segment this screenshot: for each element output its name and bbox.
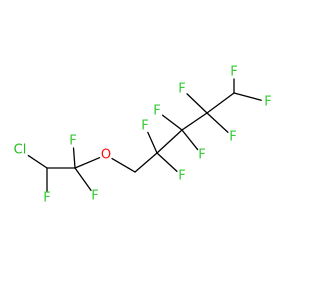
bond-c4-f4 (147, 131, 158, 154)
bond-c2-o (74, 157, 101, 169)
bond-o-c3 (111, 157, 136, 173)
bond-c3-c4 (134, 152, 158, 173)
bond-layer (27, 78, 262, 192)
atom-label-f1: F (43, 191, 50, 206)
bond-c2-f2 (72, 147, 76, 169)
atom-label-f9: F (229, 130, 236, 145)
bond-c5-f7 (181, 129, 199, 151)
atom-label-f2: F (69, 134, 76, 149)
bond-c2-f3 (74, 167, 92, 191)
atom-label-f11: F (264, 95, 271, 110)
atom-label-cl: Cl (14, 143, 27, 158)
atom-label-f6: F (153, 104, 160, 119)
background (0, 0, 300, 300)
bond-c6-f8 (186, 93, 208, 114)
bond-c5-f6 (161, 114, 183, 131)
atom-label-f3: F (91, 189, 98, 204)
atom-label-f7: F (198, 148, 205, 163)
atom-label-f10: F (230, 65, 237, 80)
atom-label-f5: F (178, 169, 185, 184)
bond-c7-f11 (233, 92, 262, 101)
atom-label-o: O (101, 148, 111, 163)
bond-c6-f9 (206, 112, 229, 133)
atom-label-f4: F (141, 119, 148, 134)
bond-c4-f5 (156, 152, 178, 172)
atom-label-f8: F (178, 82, 185, 97)
bond-c4-c5 (156, 129, 183, 154)
bond-c5-c6 (181, 112, 208, 131)
bond-c6-c7 (206, 92, 235, 114)
bond-cl-c1 (27, 154, 48, 169)
